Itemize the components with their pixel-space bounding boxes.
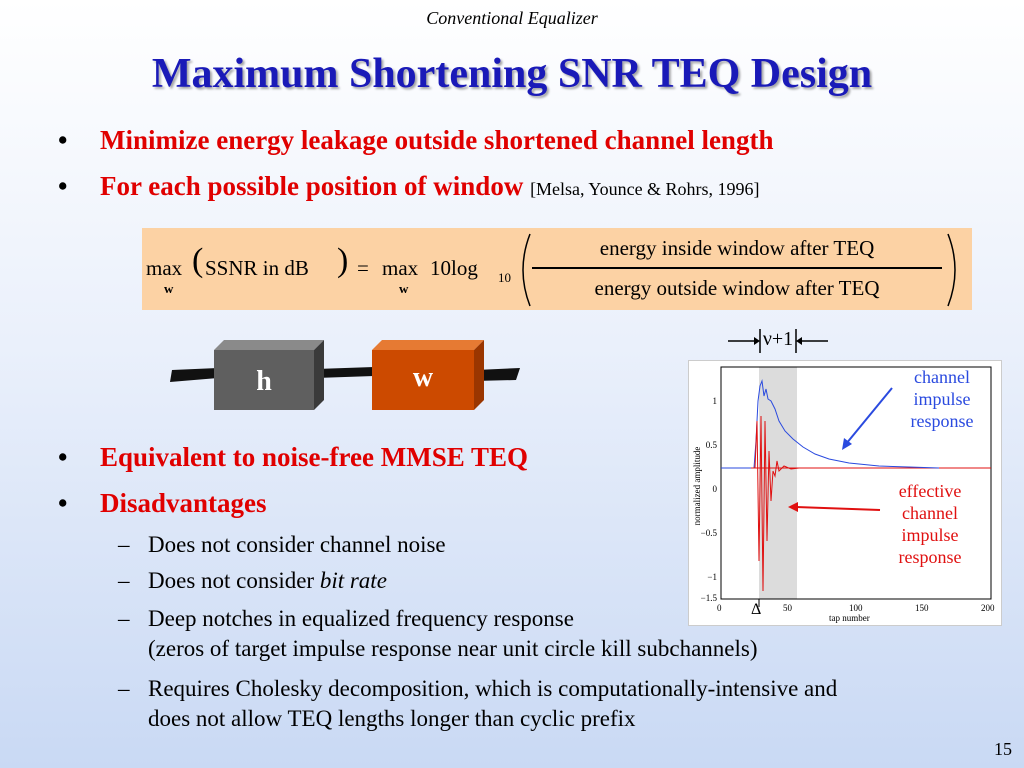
delta-label: Δ <box>751 601 762 618</box>
dash-symbol: – <box>118 568 130 593</box>
annotation-line: impulse <box>913 389 971 409</box>
bullet-2: • For each possible position of window [M… <box>58 171 760 202</box>
formula-lhs: SSNR in dB <box>205 256 309 280</box>
subitem-italic: bit rate <box>319 568 387 593</box>
formula-max-2: max <box>382 256 419 280</box>
formula-log-base: 10 <box>498 270 511 285</box>
annotation-line: response <box>910 411 974 431</box>
formula-coef: 10log <box>430 256 478 280</box>
effective-arrow <box>795 506 881 511</box>
formula-denominator: energy outside window after TEQ <box>594 276 880 300</box>
subitem-line-2: does not allow TEQ lengths longer than c… <box>148 706 636 731</box>
formula-paren-right: ) <box>337 242 349 279</box>
annotation-arrows <box>788 387 893 512</box>
formula-box: max w ( SSNR in dB ) = max w 10log 10 en… <box>142 228 972 310</box>
channel-response-curve <box>721 379 940 469</box>
annotation-line: effective <box>898 481 962 501</box>
bullet-symbol: • <box>58 125 68 155</box>
block-h-face <box>214 350 314 410</box>
x-tick: 100 <box>849 603 863 613</box>
block-h-side <box>314 340 324 410</box>
block-w-top <box>372 340 484 350</box>
formula-big-paren-right <box>947 233 956 307</box>
y-tick: 1 <box>712 396 718 406</box>
annotation-line: channel <box>902 503 958 523</box>
annotation-line: impulse <box>901 525 959 545</box>
citation: [Melsa, Younce & Rohrs, 1996] <box>530 179 760 199</box>
formula-sub-w-2: w <box>399 281 409 296</box>
bullet-text: Minimize energy leakage outside shortene… <box>100 125 774 155</box>
block-diagram <box>170 340 520 410</box>
bullet-text: Disadvantages <box>100 488 267 518</box>
bullet-symbol: • <box>58 442 68 472</box>
bullet-1: • Minimize energy leakage outside shorten… <box>58 125 773 156</box>
subitem-3: –Deep notches in equalized frequency res… <box>118 604 758 664</box>
block-w-face <box>372 350 474 410</box>
formula-big-paren-left <box>522 233 531 307</box>
output-line <box>474 368 520 381</box>
bullet-3: • Equivalent to noise-free MMSE TEQ <box>58 442 528 473</box>
page-number: 15 <box>994 739 1012 759</box>
block-h-label: h <box>256 366 272 397</box>
channel-arrow <box>845 387 893 445</box>
y-tick: −1.5 <box>700 593 717 603</box>
subitem-1: –Does not consider channel noise <box>118 530 446 560</box>
window-label: ν+1 <box>762 328 794 350</box>
input-line <box>170 368 218 382</box>
bullet-4: • Disadvantages <box>58 488 267 519</box>
subitem-line-1: Deep notches in equalized frequency resp… <box>148 606 574 631</box>
header-note: Conventional Equalizer <box>426 8 598 28</box>
channel-arrow-head <box>842 438 852 450</box>
annotation-line: response <box>898 547 962 567</box>
x-axis-label: tap number <box>829 613 870 623</box>
dash-symbol: – <box>118 532 130 557</box>
formula-paren-left: ( <box>192 242 204 279</box>
plot-frame <box>720 366 992 600</box>
slide-title: Maximum Shortening SNR TEQ Design <box>151 51 873 97</box>
subitem-4: –Requires Cholesky decomposition, which … <box>118 674 837 734</box>
formula-sub-w-1: w <box>164 281 174 296</box>
x-tick: 0 <box>717 603 722 613</box>
subitem-text: Does not consider channel noise <box>148 532 446 557</box>
connector-line <box>316 367 374 378</box>
window-region <box>759 367 797 599</box>
formula-numerator: energy inside window after TEQ <box>599 236 875 260</box>
block-w-side <box>474 340 484 410</box>
bullet-symbol: • <box>58 171 68 201</box>
subitem-text: Does not consider <box>148 568 320 593</box>
bullet-text: Equivalent to noise-free MMSE TEQ <box>100 442 529 472</box>
window-marker <box>728 329 828 353</box>
formula-equals: = <box>357 256 369 280</box>
subitem-line-2: (zeros of target impulse response near u… <box>148 636 758 661</box>
x-tick: 200 <box>981 603 995 613</box>
effective-response-curve <box>751 415 800 592</box>
bullet-text: For each possible position of window <box>100 171 524 201</box>
subitem-line-1: Requires Cholesky decomposition, which i… <box>148 676 838 701</box>
y-tick-labels: 1 0.5 0 −0.5 −1 <box>693 379 717 599</box>
y-tick: 0.5 <box>705 440 717 450</box>
fraction-line <box>532 267 942 269</box>
y-tick: −0.5 <box>700 528 717 538</box>
plot-svg <box>720 366 992 607</box>
y-tick: 0 <box>712 484 718 494</box>
effective-arrow-head <box>788 502 798 512</box>
annotation-channel: channel impulse response <box>894 366 990 432</box>
subitem-2: –Does not consider bit rate <box>118 566 387 596</box>
y-axis-label: normalized amplitude <box>692 446 702 526</box>
bullet-symbol: • <box>58 488 68 518</box>
dash-symbol: – <box>118 676 130 701</box>
impulse-response-plot: 1 0.5 0 −0.5 −1 −1.5 normalized amplitud… <box>688 360 1002 626</box>
y-tick: −1 <box>707 572 717 582</box>
annotation-effective: effective channel impulse response <box>882 480 978 568</box>
block-h-top <box>214 340 324 350</box>
annotation-line: channel <box>914 367 970 387</box>
formula-max-1: max <box>146 256 183 280</box>
block-w-label: w <box>412 362 434 393</box>
x-tick: 150 <box>915 603 929 613</box>
dash-symbol: – <box>118 606 130 631</box>
x-tick: 50 <box>783 603 792 613</box>
